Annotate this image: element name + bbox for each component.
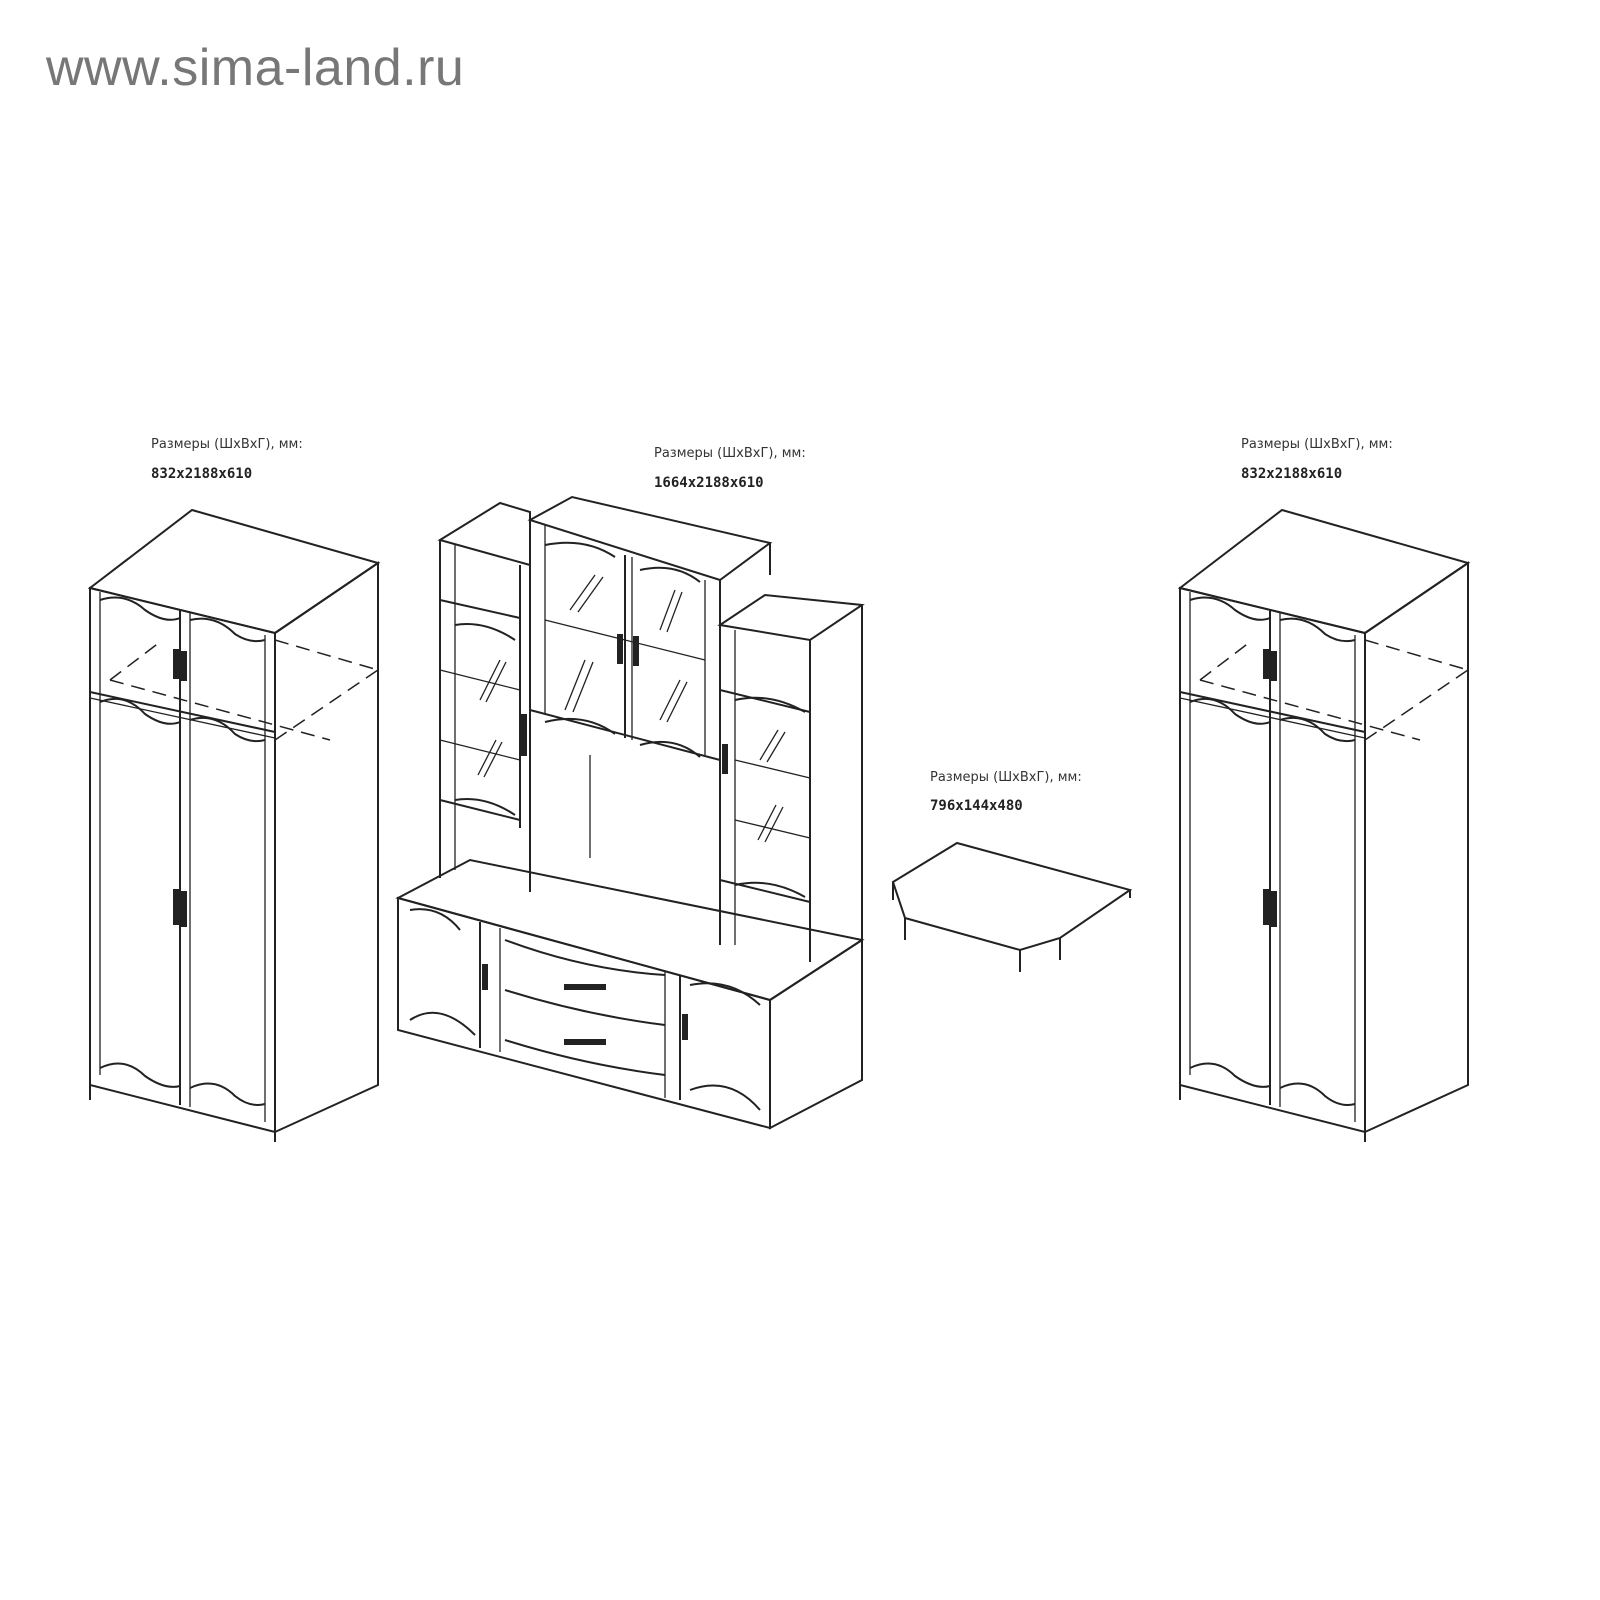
wall-unit-label: Размеры (ШхВхГ), мм: (654, 446, 806, 461)
right-wardrobe-label: Размеры (ШхВхГ), мм: (1241, 437, 1393, 452)
wall-unit-dimensions: 1664x2188x610 (654, 475, 764, 491)
table-label: Размеры (ШхВхГ), мм: (930, 770, 1082, 785)
right-wardrobe-dimensions: 832x2188x610 (1241, 466, 1343, 482)
left-wardrobe-drawing (89, 509, 379, 1143)
table-drawing (891, 841, 1133, 972)
watermark: www.sima-land.ru (46, 39, 465, 97)
left-wardrobe-label: Размеры (ШхВхГ), мм: (151, 437, 303, 452)
wall-unit-drawing (395, 495, 865, 1130)
table-dimensions: 796x144x480 (930, 798, 1023, 814)
left-wardrobe-dimensions: 832x2188x610 (151, 466, 253, 482)
right-wardrobe-drawing (1179, 509, 1469, 1143)
